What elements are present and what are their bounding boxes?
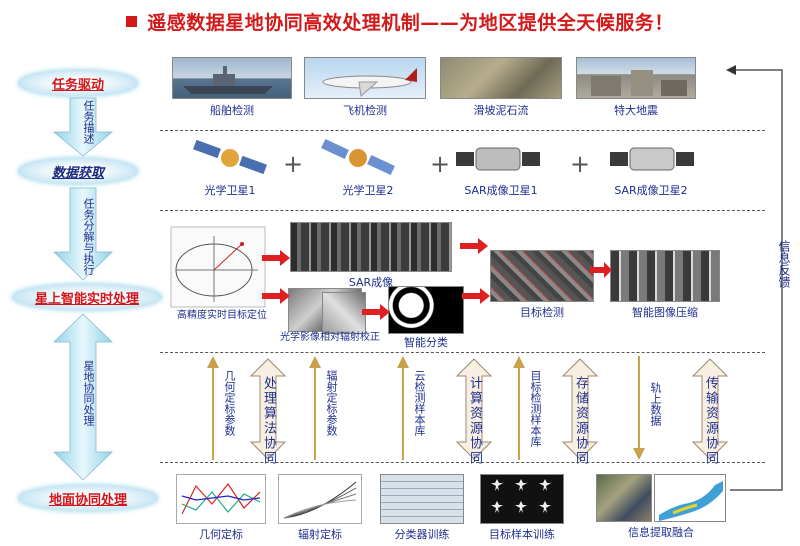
- double-arrow-algorithm: [250, 358, 286, 460]
- ship-icon: [183, 66, 273, 94]
- feedback-arrow: [726, 65, 783, 491]
- photo-ship: [172, 57, 292, 99]
- ground-label-geometric: 几何定标: [199, 528, 243, 541]
- stage-data-acquisition: 数据获取: [18, 158, 138, 184]
- image-classifier-training: [380, 474, 464, 524]
- ground-label-radiometric: 辐射定标: [298, 528, 342, 541]
- image-classification: [388, 286, 464, 334]
- satellite-label-optical-1: 光学卫星1: [204, 184, 256, 197]
- fusion-map-icon: [659, 481, 723, 521]
- ruins-icon: [591, 70, 687, 96]
- ground-label-target-samples: 目标样本训练: [489, 528, 555, 541]
- flow-label-task-description: 任务描述: [82, 100, 95, 144]
- red-arrow-3: [362, 304, 390, 320]
- task-label-earthquake: 特大地震: [614, 104, 658, 117]
- label-storage-coop: 存储资源协同: [573, 376, 588, 466]
- plus-icon-3: +: [570, 150, 591, 178]
- label-radiometric-params: 辐射定标参数: [325, 370, 338, 436]
- label-radiometric-correction: 光学影像相对辐射校正: [280, 332, 380, 343]
- image-info-fusion-1: [596, 474, 652, 522]
- double-arrow-storage: [562, 358, 598, 460]
- stage-ground-processing: 地面协同处理: [18, 485, 158, 511]
- airplane-icon: [322, 68, 417, 97]
- image-target-detection: [490, 250, 594, 302]
- page-title: 遥感数据星地协同高效处理机制——为地区提供全天候服务！: [0, 8, 800, 35]
- task-label-ship: 船舶检测: [210, 104, 254, 117]
- separator-3: [160, 352, 765, 353]
- double-arrow-compute: [456, 358, 492, 460]
- stage-onboard-processing: 星上智能实时处理: [12, 284, 162, 310]
- optical-satellite-2-icon: [321, 138, 395, 176]
- image-target-sample-training: [480, 474, 564, 524]
- image-info-fusion-2: [654, 474, 726, 522]
- up-arrow-cloud: [397, 356, 409, 460]
- flow-label-cooperative: 星地协同处理: [82, 360, 95, 426]
- ground-label-classifier: 分类器训练: [394, 528, 450, 541]
- image-optical-corrected: [322, 292, 366, 334]
- stage-task-driven: 任务驱动: [18, 70, 138, 96]
- red-arrow-4: [462, 288, 490, 304]
- label-target-samples: 目标检测样本库: [529, 370, 542, 447]
- task-label-airplane: 飞机检测: [343, 104, 387, 117]
- up-arrow-radiometric: [309, 356, 321, 460]
- down-arrow-orbit-data: [633, 356, 645, 460]
- optical-satellite-1-icon: [193, 139, 267, 175]
- orbit-geometry-diagram: [170, 226, 266, 308]
- photo-earthquake: [576, 57, 696, 99]
- sar-satellite-1-icon: [456, 147, 540, 171]
- radiometric-calibration-plot: [278, 474, 362, 524]
- task-label-landslide: 滑坡泥石流: [473, 104, 529, 117]
- flow-label-task-decomposition: 任务分解与执行: [82, 198, 95, 275]
- label-cloud-samples: 云检测样本库: [413, 370, 426, 436]
- label-compute-coop: 计算资源协同: [467, 376, 482, 466]
- label-orbit-data: 轨上数据: [649, 382, 662, 426]
- satellite-label-sar-2: SAR成像卫星2: [614, 184, 688, 197]
- satellite-label-sar-1: SAR成像卫星1: [464, 184, 538, 197]
- up-arrow-target-samples: [513, 356, 525, 460]
- flow-arrow-task-description: [52, 97, 114, 157]
- title-bullet-icon: [126, 16, 138, 27]
- red-arrow-1: [262, 250, 290, 266]
- sar-satellite-2-icon: [610, 147, 694, 171]
- photo-airplane: [304, 57, 426, 99]
- flow-arrow-task-decomposition: [53, 187, 113, 281]
- geometric-calibration-plot: [176, 474, 266, 524]
- feedback-label: 信息反馈: [777, 240, 791, 288]
- label-algorithm-coop: 处理算法协同: [261, 376, 276, 466]
- separator-2: [160, 210, 765, 211]
- label-target-detection: 目标检测: [520, 306, 564, 319]
- separator-4: [160, 462, 765, 463]
- flow-arrow-cooperative: [53, 313, 113, 481]
- label-geometric-params: 几何定标参数: [223, 370, 236, 436]
- label-target-locate: 高精度实时目标定位: [177, 310, 267, 321]
- double-arrow-transmission: [692, 358, 728, 460]
- label-sar-imaging: SAR成像: [348, 276, 394, 289]
- red-arrow-2: [262, 288, 290, 304]
- separator-1: [160, 130, 765, 131]
- photo-landslide: [440, 57, 562, 99]
- label-transmission-coop: 传输资源协同: [703, 376, 718, 466]
- image-compression: [610, 250, 720, 302]
- label-image-compression: 智能图像压缩: [632, 306, 698, 319]
- satellite-label-optical-2: 光学卫星2: [342, 184, 394, 197]
- ground-label-info-fusion: 信息提取融合: [628, 526, 694, 539]
- label-smart-classification: 智能分类: [404, 336, 448, 349]
- image-sar: [290, 222, 452, 272]
- red-arrow-6: [590, 262, 612, 278]
- plus-icon-2: +: [430, 150, 451, 178]
- red-arrow-5: [460, 238, 488, 254]
- plus-icon-1: +: [283, 150, 304, 178]
- up-arrow-geometric: [207, 356, 219, 460]
- airplane-samples-icon: [491, 479, 551, 513]
